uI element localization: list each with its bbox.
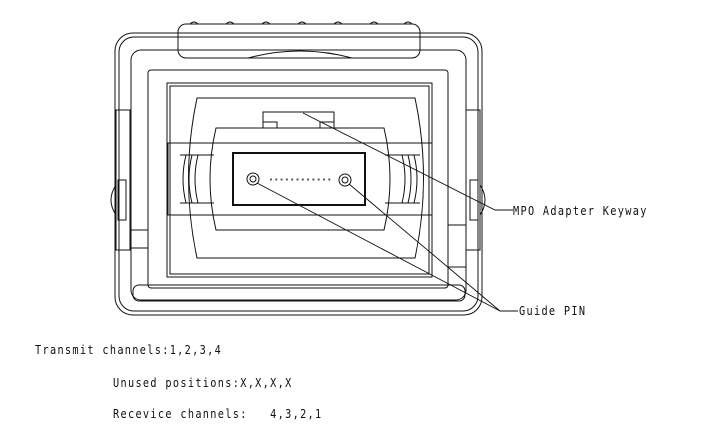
receive-channels-note: Recevice channels: 4,3,2,1 (113, 406, 323, 421)
fiber-position (280, 178, 283, 181)
fiber-position (275, 178, 278, 181)
guide-pin-callout: Guide PIN (519, 303, 587, 318)
transmit-channels-note: Transmit channels:1,2,3,4 (35, 342, 223, 357)
leader-lines (256, 112, 518, 312)
fiber-position (312, 178, 315, 181)
fiber-position (328, 178, 331, 181)
fiber-position (291, 178, 294, 181)
fiber-position (317, 178, 320, 181)
fiber-position (322, 178, 326, 181)
outer-housing (110, 32, 486, 316)
key-frame (167, 97, 433, 259)
fiber-position (285, 178, 288, 181)
handle (177, 21, 421, 59)
fiber-position (307, 178, 310, 181)
fiber-position (296, 178, 299, 181)
ferrule (209, 111, 391, 231)
fiber-positions (269, 178, 331, 181)
fiber-position (269, 178, 273, 181)
fiber-position (301, 178, 304, 181)
keyway-callout: MPO Adapter Keyway (513, 203, 648, 218)
unused-positions-note: Unused positions:X,X,X,X (113, 375, 293, 390)
